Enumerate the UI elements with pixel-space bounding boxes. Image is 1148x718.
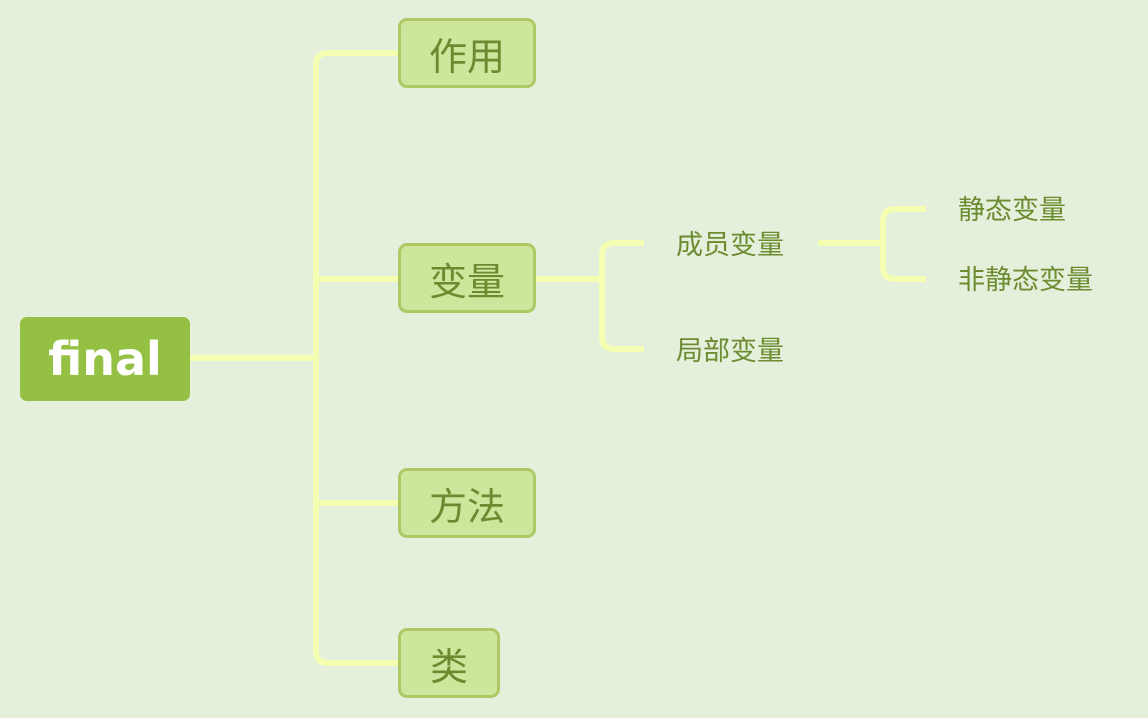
branch-node-label: 方法 xyxy=(428,484,505,529)
connector-variable-to-children xyxy=(536,240,644,352)
branch-node-method[interactable]: 方法 xyxy=(398,468,536,538)
leaf-node-local-variable[interactable]: 局部变量 xyxy=(676,335,784,369)
leaf-node-label: 局部变量 xyxy=(676,336,784,367)
leaf-node-non-static-variable[interactable]: 非静态变量 xyxy=(958,264,1093,298)
connector-member-to-children xyxy=(818,206,926,282)
branch-node-class[interactable]: 类 xyxy=(398,628,500,698)
branch-node-purpose[interactable]: 作用 xyxy=(398,18,536,88)
leaf-node-static-variable[interactable]: 静态变量 xyxy=(958,194,1066,228)
connector-root-to-branches xyxy=(190,50,398,666)
leaf-node-label: 成员变量 xyxy=(676,230,784,261)
root-node-label: final xyxy=(48,332,162,386)
leaf-node-label: 静态变量 xyxy=(958,195,1066,226)
branch-node-label: 作用 xyxy=(428,34,505,79)
branch-node-variable[interactable]: 变量 xyxy=(398,243,536,313)
branch-node-label: 类 xyxy=(429,644,468,689)
leaf-node-label: 非静态变量 xyxy=(958,265,1093,296)
root-node-final[interactable]: final xyxy=(20,317,190,401)
branch-node-label: 变量 xyxy=(428,259,505,304)
leaf-node-member-variable[interactable]: 成员变量 xyxy=(676,229,784,263)
